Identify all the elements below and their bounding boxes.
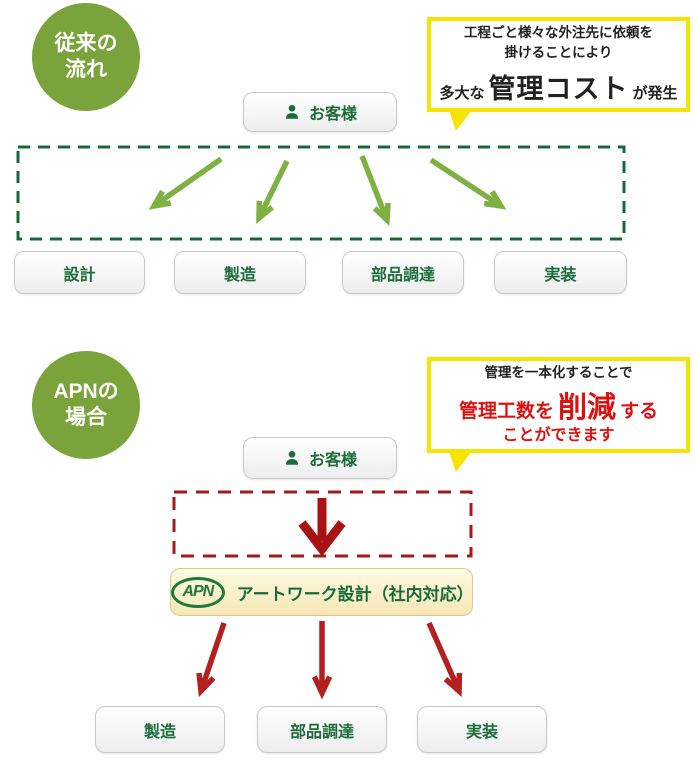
callout-tail bbox=[449, 451, 472, 472]
red-arrow-1 bbox=[196, 622, 227, 698]
customer-node-traditional: お客様 bbox=[243, 92, 397, 132]
badge-line: 流れ bbox=[65, 58, 107, 81]
traditional-callout: 工程ごと様々な外注先に依頼を 掛けることにより 多大な管理コストが発生 bbox=[427, 17, 690, 112]
customer-label: お客様 bbox=[308, 106, 357, 123]
customer-label: お客様 bbox=[308, 452, 357, 469]
callout-emphasis-line: 管理工数を削減する bbox=[458, 392, 659, 425]
callout-line: ことができます bbox=[502, 427, 615, 445]
red-arrow-2 bbox=[311, 621, 333, 700]
step-label: 部品調達 bbox=[370, 266, 435, 284]
apn-dashed-box bbox=[172, 490, 473, 558]
step-label: 実装 bbox=[465, 723, 498, 741]
green-arrow-4 bbox=[429, 157, 507, 210]
step-label: 製造 bbox=[143, 723, 176, 741]
step-mounting-apn: 実装 bbox=[417, 706, 547, 753]
traditional-flow-badge: 従来の 流れ bbox=[32, 3, 140, 111]
customer-node-apn: お客様 bbox=[243, 437, 397, 479]
step-label: 製造 bbox=[223, 266, 256, 284]
green-arrow-2 bbox=[256, 159, 290, 224]
step-design: 設計 bbox=[14, 251, 145, 294]
callout-tail bbox=[449, 110, 472, 131]
callout-line: 掛けることにより bbox=[504, 44, 613, 60]
badge-line: 従来の bbox=[54, 31, 118, 55]
badge-line: 場合 bbox=[65, 406, 107, 429]
person-icon bbox=[285, 450, 298, 465]
callout-emphasis-line: 多大な管理コストが発生 bbox=[439, 74, 678, 105]
callout-line: 工程ごと様々な外注先に依頼を bbox=[464, 24, 653, 40]
apn-callout: 管理を一本化することで 管理工数を削減する ことができます bbox=[427, 357, 690, 453]
green-arrow-1 bbox=[148, 156, 223, 210]
step-manufacturing-apn: 製造 bbox=[95, 706, 225, 753]
person-icon bbox=[285, 104, 298, 119]
step-label: 部品調達 bbox=[289, 723, 354, 741]
green-arrow-3 bbox=[359, 154, 391, 227]
apn-case-badge: APNの 場合 bbox=[32, 351, 140, 459]
artwork-design-node: APN アートワーク設計（社内対応） bbox=[170, 568, 474, 616]
traditional-dashed-box bbox=[16, 145, 626, 241]
callout-line: 管理を一本化することで bbox=[484, 364, 633, 380]
step-label: 実装 bbox=[544, 266, 577, 284]
step-parts-procurement: 部品調達 bbox=[342, 251, 464, 294]
artwork-design-label: アートワーク設計（社内対応） bbox=[236, 584, 474, 604]
apn-logo: APN bbox=[171, 576, 225, 608]
step-mounting: 実装 bbox=[494, 251, 627, 294]
red-arrow-3 bbox=[426, 621, 463, 697]
step-parts-procurement-apn: 部品調達 bbox=[257, 706, 387, 753]
step-label: 設計 bbox=[63, 266, 96, 284]
badge-line: APNの bbox=[53, 379, 119, 403]
red-arrow-center bbox=[298, 498, 346, 557]
step-manufacturing: 製造 bbox=[174, 251, 306, 294]
